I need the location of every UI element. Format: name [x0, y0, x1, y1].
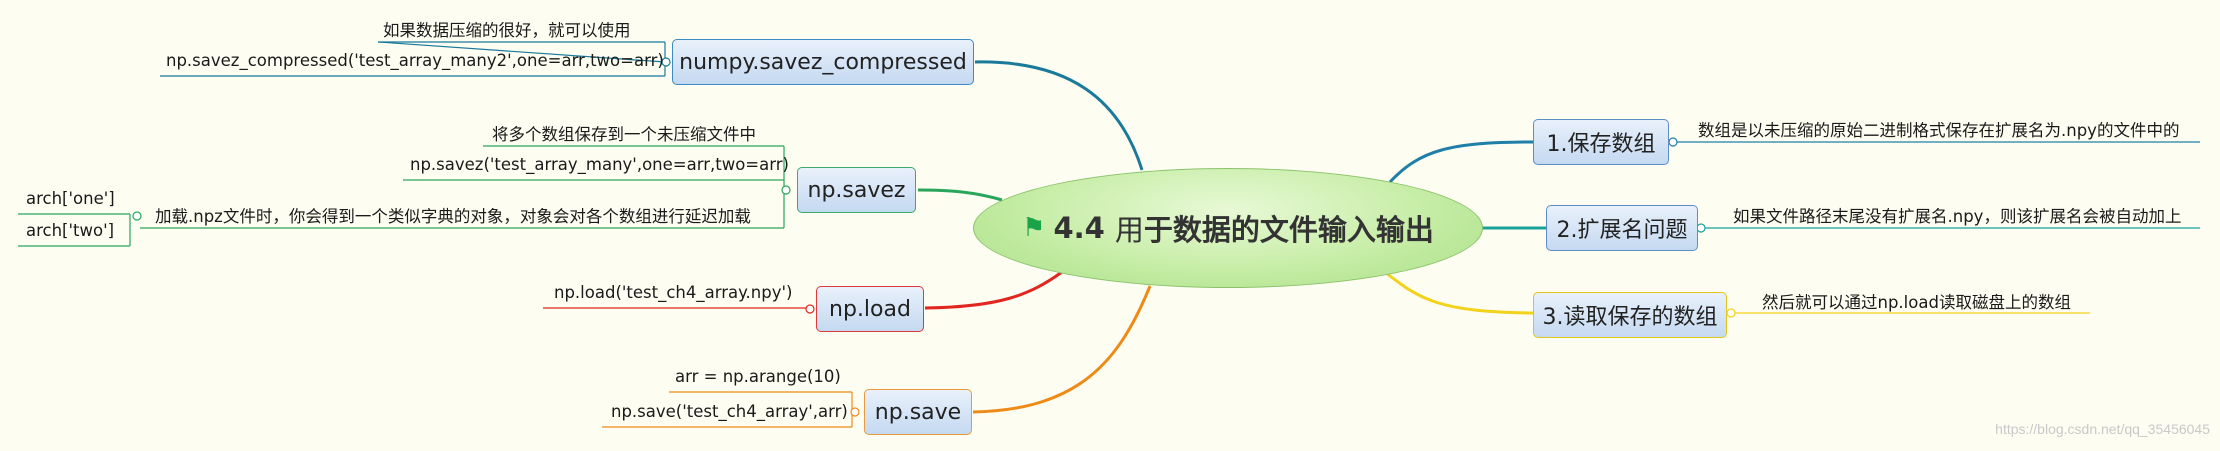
- detail-save-arange: arr = np.arange(10): [675, 367, 841, 386]
- detail-extension: 如果文件路径末尾没有扩展名.npy，则该扩展名会被自动加上: [1733, 207, 2182, 226]
- central-topic-title: 于数据的文件输入输出: [1143, 213, 1434, 247]
- dot-extension: [1696, 223, 1706, 233]
- dot-savez-compressed: [661, 57, 671, 67]
- green-flag-icon: ⚑: [1022, 213, 1046, 243]
- dot-save-array: [1668, 137, 1678, 147]
- detail-read-array: 然后就可以通过np.load读取磁盘上的数组: [1762, 293, 2071, 312]
- topic-save-array[interactable]: 1.保存数组: [1533, 119, 1669, 165]
- detail-load-code: np.load('test_ch4_array.npy'): [554, 283, 793, 302]
- dot-load: [805, 304, 815, 314]
- detail-arch-two: arch['two']: [26, 221, 115, 240]
- topic-savez-label: np.savez: [807, 177, 906, 203]
- detail-save-code: np.save('test_ch4_array',arr): [611, 402, 848, 421]
- topic-load-label: np.load: [829, 296, 911, 322]
- central-topic-title-light: 用: [1114, 213, 1144, 247]
- detail-savez-compressed-note: 如果数据压缩的很好，就可以使用: [383, 21, 631, 40]
- detail-savez-lazy: 加载.npz文件时，你会得到一个类似字典的对象，对象会对各个数组进行延迟加载: [155, 207, 751, 226]
- dot-save: [850, 407, 860, 417]
- detail-savez-note: 将多个数组保存到一个未压缩文件中: [492, 125, 756, 144]
- connector-save-array: [1388, 140, 1534, 184]
- topic-extension-label: 2.扩展名问题: [1556, 218, 1688, 243]
- dot-arch: [132, 211, 142, 221]
- watermark: https://blog.csdn.net/qq_35456045: [1995, 421, 2210, 437]
- topic-save[interactable]: np.save: [864, 389, 972, 435]
- topic-load[interactable]: np.load: [816, 286, 924, 332]
- detail-savez-code: np.savez('test_array_many',one=arr,two=a…: [410, 155, 789, 174]
- topic-savez-compressed[interactable]: numpy.savez_compressed: [672, 39, 974, 85]
- connector-savez-compressed: [974, 60, 1144, 171]
- central-topic[interactable]: ⚑ 4.4 用 于数据的文件输入输出: [973, 168, 1483, 288]
- connector-savez: [917, 188, 1003, 202]
- topic-savez[interactable]: np.savez: [797, 167, 916, 213]
- detail-arch-one: arch['one']: [26, 189, 115, 208]
- topic-savez-compressed-label: numpy.savez_compressed: [679, 49, 967, 75]
- detail-save-array: 数组是以未压缩的原始二进制格式保存在扩展名为.npy的文件中的: [1698, 121, 2180, 140]
- central-topic-number: 4.4: [1053, 211, 1105, 245]
- connector-read-array: [1384, 270, 1534, 315]
- dot-savez: [781, 185, 791, 195]
- detail-savez-compressed-code: np.savez_compressed('test_array_many2',o…: [166, 51, 664, 70]
- topic-read-array[interactable]: 3.读取保存的数组: [1533, 292, 1727, 338]
- topic-save-array-label: 1.保存数组: [1546, 132, 1656, 157]
- topic-save-label: np.save: [874, 399, 962, 425]
- topic-read-array-label: 3.读取保存的数组: [1542, 305, 1718, 330]
- connector-load: [924, 270, 1063, 310]
- dot-read-array: [1726, 308, 1736, 318]
- connector-save: [972, 285, 1152, 414]
- topic-extension[interactable]: 2.扩展名问题: [1546, 205, 1698, 251]
